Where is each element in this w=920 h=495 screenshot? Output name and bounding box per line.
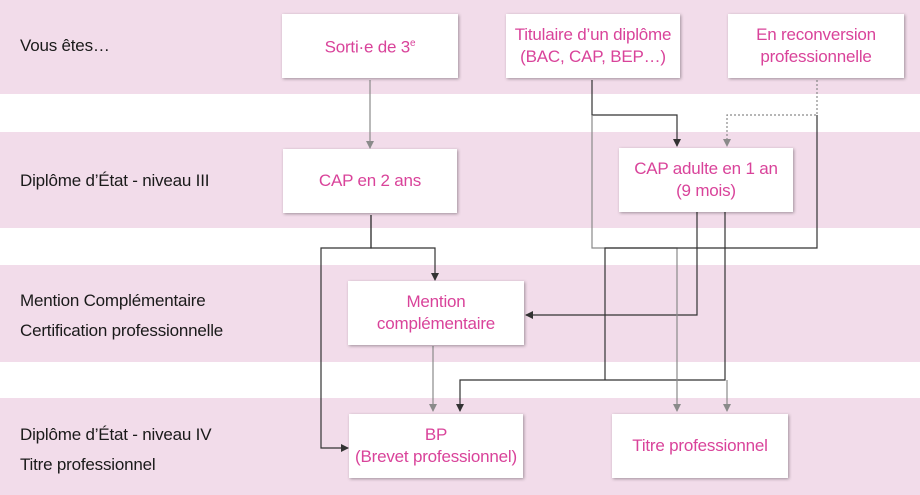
box-mention-line1: Mention — [406, 292, 466, 311]
box-reconversion-line2: professionnelle — [760, 47, 872, 66]
box-titulaire-line2: (BAC, CAP, BEP…) — [520, 47, 666, 66]
box-titulaire-line1: Titulaire d’un diplôme — [514, 25, 672, 44]
arrow-titulaire-to-capadulte — [591, 80, 681, 147]
box-cap-adulte: CAP adulte en 1 an (9 mois) — [619, 148, 793, 212]
row-label-diplome-niveau-4: Diplôme d’État - niveau IV Titre profess… — [20, 420, 212, 480]
box-reconversion-line1: En reconversion — [756, 25, 876, 44]
box-mention-complementaire: Mention complémentaire — [348, 281, 524, 345]
row-label-mention-line2: Certification professionnelle — [20, 321, 224, 340]
arrow-reconversion-down — [604, 115, 818, 380]
arrow-reconversion-to-capadulte — [723, 80, 818, 147]
box-mention-line2: complémentaire — [376, 314, 496, 333]
row-label-niveau-4-line1: Diplôme d’État - niveau IV — [20, 425, 212, 444]
box-sortie-de-3e: Sorti·e de 3e — [282, 14, 458, 78]
arrow-cap2-to-mention — [370, 215, 439, 281]
arrow-capadulte-to-mention — [525, 212, 698, 319]
arrow-capadulte-to-bp — [456, 212, 726, 412]
box-bp: BP (Brevet professionnel) — [349, 414, 523, 478]
box-titulaire-diplome: Titulaire d’un diplôme (BAC, CAP, BEP…) — [506, 14, 680, 78]
box-sortie-sup: e — [410, 38, 416, 50]
box-titre-text: Titre professionnel — [632, 436, 768, 455]
box-titre-professionnel: Titre professionnel — [612, 414, 788, 478]
box-capadulte-line1: CAP adulte en 1 an — [634, 159, 778, 178]
box-bp-line1: BP — [424, 425, 448, 444]
box-reconversion: En reconversion professionnelle — [728, 14, 904, 78]
row-label-mention: Mention Complémentaire Certification pro… — [20, 286, 223, 346]
row-label-diplome-niveau-3: Diplôme d’État - niveau III — [20, 171, 210, 190]
box-cap-2-ans: CAP en 2 ans — [283, 149, 457, 213]
box-cap2-text: CAP en 2 ans — [318, 171, 422, 190]
box-capadulte-line2: (9 mois) — [676, 181, 736, 200]
row-label-vous-etes: Vous êtes… — [20, 36, 110, 55]
arrow-cap2-to-bp — [320, 215, 372, 452]
row-label-mention-line1: Mention Complémentaire — [20, 291, 206, 310]
box-bp-line2: (Brevet professionnel) — [355, 447, 517, 466]
box-sortie-text: Sorti·e de 3e — [324, 37, 416, 57]
row-label-niveau-4-line2: Titre professionnel — [20, 455, 156, 474]
